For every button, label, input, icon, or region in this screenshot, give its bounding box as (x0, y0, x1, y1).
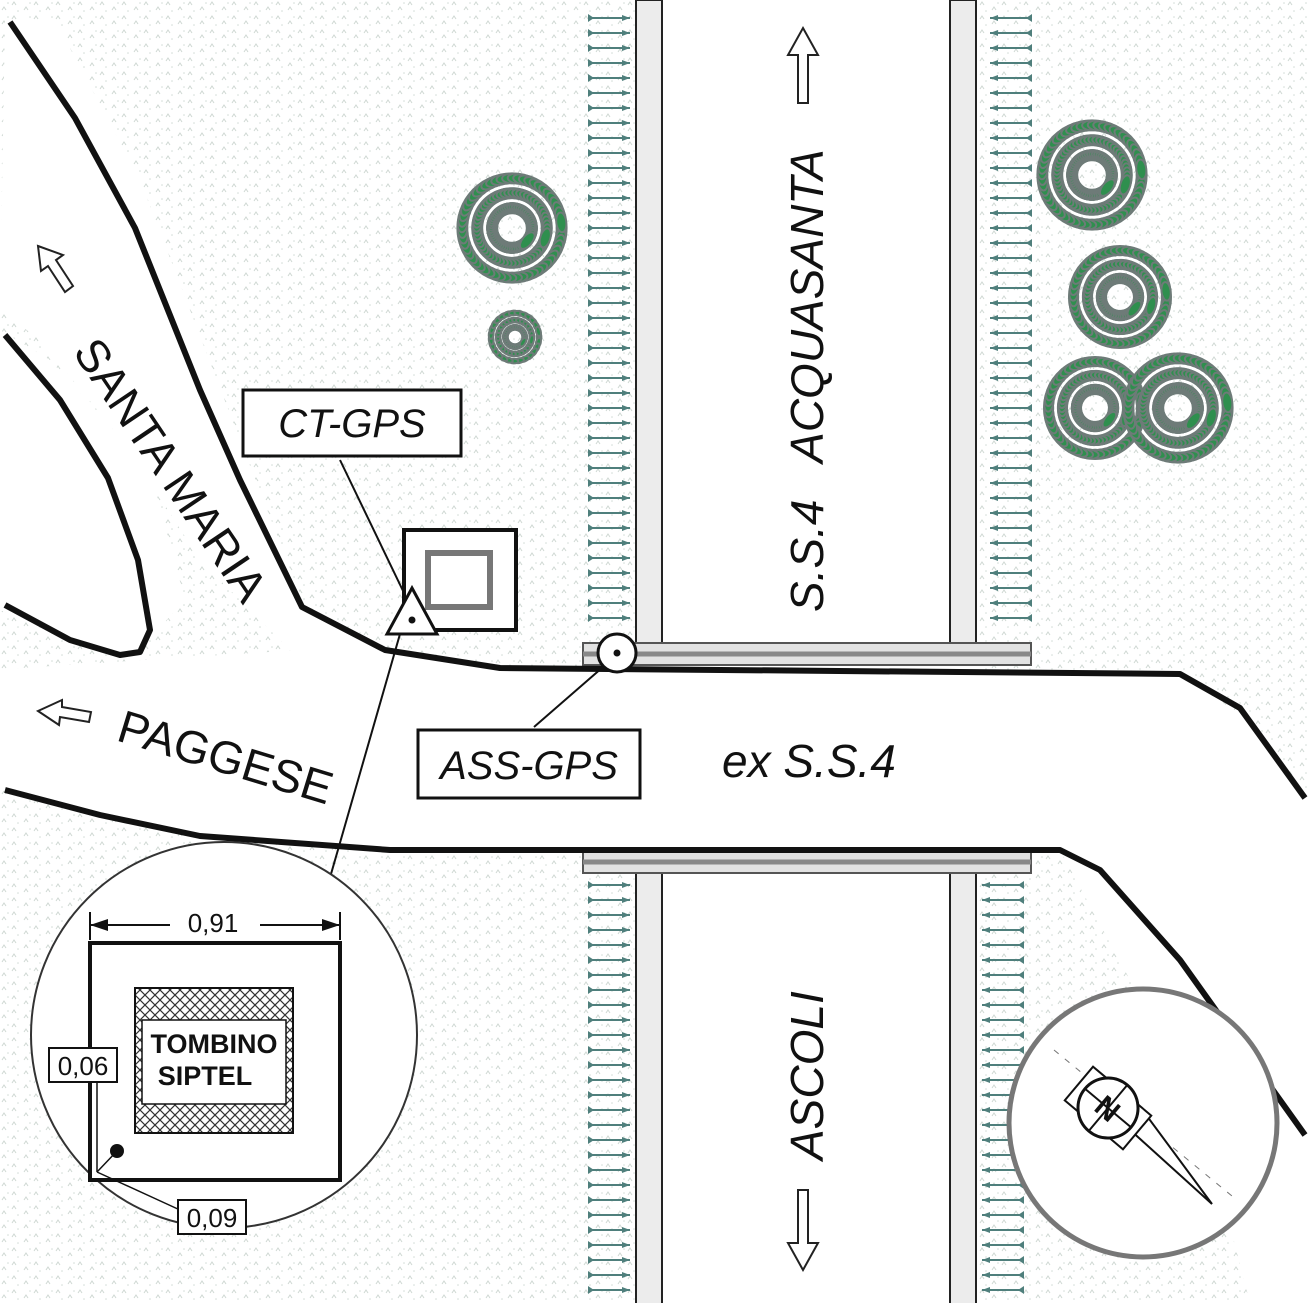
arrow-northwest-icon (36, 244, 75, 294)
ct-gps-label: CT-GPS (278, 402, 426, 446)
tree-icon (1042, 356, 1148, 460)
road-label-ex-ss4: ex S.S.4 (722, 735, 896, 787)
arrow-south-icon (786, 1189, 820, 1273)
ct-gps-leader (339, 459, 406, 596)
arrow-north-icon (786, 25, 820, 104)
ct-gps-point-icon (384, 584, 440, 636)
manhole-label-line1: TOMBINO (151, 1029, 278, 1059)
manhole-detail-circle: 0,91 TOMBINO SIPTEL 0,06 0,09 (30, 841, 418, 1235)
road-label-acquasanta: S.S.4 ACQUASANTA (781, 149, 833, 612)
offset-side-label: 0,09 (187, 1203, 238, 1233)
ct-gps-label-box: CT-GPS (241, 388, 463, 458)
tree-icon (1122, 352, 1234, 464)
detail-leader (326, 633, 401, 889)
ass-gps-label-box: ASS-GPS (416, 728, 642, 800)
manhole-label-line2: SIPTEL (158, 1061, 253, 1091)
compass-rose: N (1006, 986, 1280, 1260)
road-label-ascoli: ASCOLI (781, 991, 833, 1163)
tree-icon (1067, 245, 1173, 349)
ass-gps-leader (533, 666, 604, 728)
tree-icon (487, 309, 543, 365)
arrow-west-icon (35, 698, 93, 727)
ss4-north-borders (635, 0, 977, 1303)
tree-icon (456, 172, 568, 284)
offset-top-label: 0,06 (58, 1051, 109, 1081)
guard-rails (582, 642, 1032, 874)
road-edges (2, 20, 1308, 1137)
tree-icon (1036, 119, 1148, 231)
width-dimension-label: 0,91 (188, 908, 239, 938)
trees (456, 119, 1234, 464)
ass-gps-label: ASS-GPS (438, 744, 618, 788)
ass-gps-point-icon (596, 632, 638, 674)
